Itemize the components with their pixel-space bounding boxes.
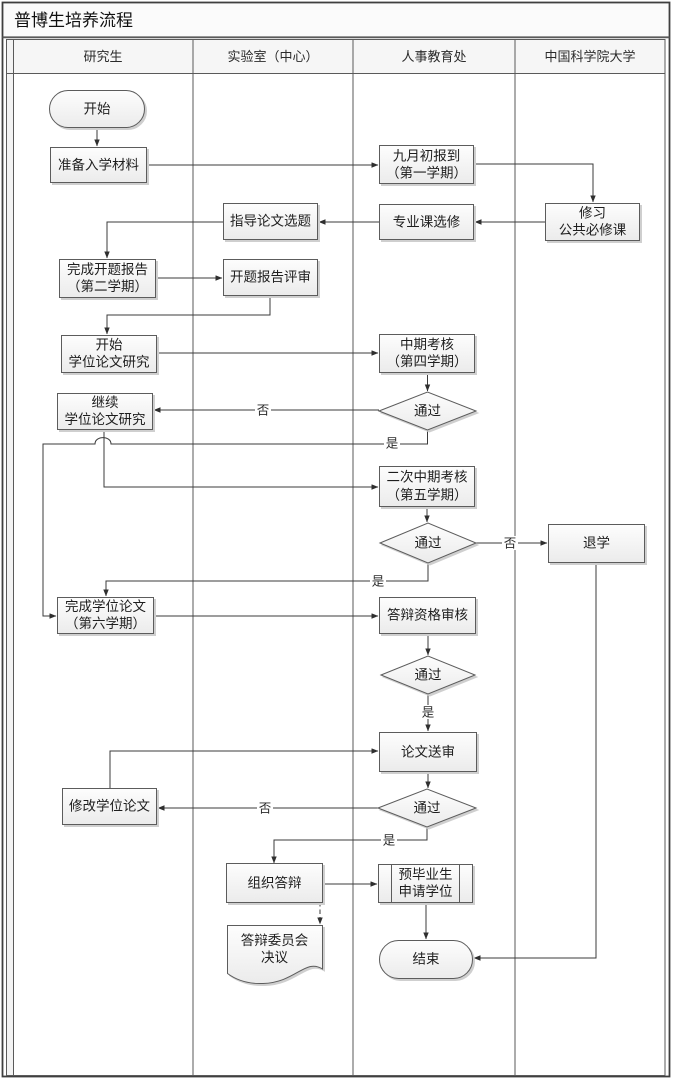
edge-label-pass2-no: 否 bbox=[502, 536, 518, 551]
edge-label-pass4-no: 否 bbox=[257, 801, 273, 816]
node-thesis-review: 论文送审 bbox=[379, 732, 477, 772]
svg-text:是: 是 bbox=[383, 833, 396, 848]
svg-text:学位论文研究: 学位论文研究 bbox=[69, 355, 150, 371]
svg-text:继续: 继续 bbox=[92, 395, 119, 411]
edge-label-pass2-yes: 是 bbox=[370, 574, 386, 589]
svg-text:否: 否 bbox=[257, 403, 270, 418]
svg-text:二次中期考核: 二次中期考核 bbox=[387, 470, 468, 486]
svg-text:（第二学期）: （第二学期） bbox=[67, 278, 148, 295]
node-prepare-materials: 准备入学材料 bbox=[50, 147, 147, 183]
node-start-research: 开始 学位论文研究 bbox=[61, 335, 157, 373]
edge-review-to-research bbox=[104, 296, 271, 335]
svg-text:预毕业生: 预毕业生 bbox=[399, 867, 453, 883]
svg-text:完成开题报告: 完成开题报告 bbox=[67, 262, 148, 278]
svg-text:通过: 通过 bbox=[415, 668, 442, 684]
svg-text:（第一学期）: （第一学期） bbox=[386, 165, 467, 182]
node-public-courses: 修习 公共必修课 bbox=[545, 203, 640, 241]
svg-text:完成学位论文: 完成学位论文 bbox=[65, 599, 146, 615]
edges bbox=[42, 128, 597, 961]
svg-text:学位论文研究: 学位论文研究 bbox=[65, 412, 146, 428]
edge-topic-to-opening bbox=[104, 221, 223, 259]
svg-text:通过: 通过 bbox=[415, 536, 442, 552]
edge-dropout-to-end bbox=[473, 563, 597, 961]
edge-label-pass1-yes: 是 bbox=[384, 436, 400, 451]
lane-left-strip bbox=[6, 39, 14, 1076]
lane-header-lab: 实验室（中心） bbox=[227, 49, 318, 65]
svg-text:开始: 开始 bbox=[84, 102, 111, 118]
svg-text:修改学位论文: 修改学位论文 bbox=[69, 799, 150, 815]
lane-header-graduate: 研究生 bbox=[83, 50, 122, 65]
node-end: 结束 bbox=[379, 940, 473, 979]
node-midterm-assessment: 中期考核 （第四学期） bbox=[379, 334, 475, 373]
swimlane-frame bbox=[6, 39, 666, 1076]
node-pregraduate-apply: 预毕业生 申请学位 bbox=[378, 864, 473, 903]
svg-text:准备入学材料: 准备入学材料 bbox=[58, 157, 139, 174]
svg-text:中期考核: 中期考核 bbox=[400, 337, 454, 353]
edge-pass2-yes-complete bbox=[103, 563, 429, 597]
node-start: 开始 bbox=[49, 90, 145, 128]
node-pass1-decision: 通过 bbox=[377, 391, 478, 431]
svg-text:是: 是 bbox=[372, 574, 385, 589]
svg-text:指导论文选题: 指导论文选题 bbox=[230, 214, 311, 230]
nodes: 开始 准备入学材料 九月初报到 （第一学期） 修习 公共必修课 专业课选修 指导… bbox=[49, 90, 645, 985]
node-revise-thesis: 修改学位论文 bbox=[62, 788, 157, 825]
node-pass3-decision: 通过 bbox=[379, 655, 477, 695]
svg-text:否: 否 bbox=[259, 801, 272, 816]
svg-text:通过: 通过 bbox=[414, 404, 441, 420]
node-complete-thesis: 完成学位论文 （第六学期） bbox=[57, 597, 154, 634]
edge-revise-to-review bbox=[109, 748, 379, 788]
node-defense-qualification: 答辩资格审核 bbox=[379, 597, 476, 634]
svg-text:答辩资格审核: 答辩资格审核 bbox=[387, 607, 468, 624]
edge-label-pass3-yes: 是 bbox=[420, 705, 436, 720]
node-september-report: 九月初报到 （第一学期） bbox=[379, 145, 474, 184]
svg-text:（第六学期）: （第六学期） bbox=[65, 615, 146, 632]
svg-text:结束: 结束 bbox=[413, 952, 440, 968]
svg-text:退学: 退学 bbox=[583, 536, 610, 552]
svg-text:答辩委员会: 答辩委员会 bbox=[241, 932, 309, 949]
lane-header-hr: 人事教育处 bbox=[401, 49, 466, 65]
svg-text:九月初报到: 九月初报到 bbox=[393, 148, 461, 165]
svg-text:开题报告评审: 开题报告评审 bbox=[230, 270, 311, 286]
svg-text:（第五学期）: （第五学期） bbox=[387, 487, 468, 504]
svg-text:组织答辩: 组织答辩 bbox=[248, 875, 302, 892]
edge-label-pass4-yes: 是 bbox=[381, 833, 397, 848]
svg-text:是: 是 bbox=[422, 705, 435, 720]
node-pass2-decision: 通过 bbox=[378, 522, 478, 564]
node-continue-research: 继续 学位论文研究 bbox=[57, 393, 153, 430]
edge-pass1-yes-complete bbox=[42, 430, 428, 619]
lane-header-row bbox=[13, 39, 665, 74]
svg-text:修习: 修习 bbox=[579, 206, 606, 222]
node-organize-defense: 组织答辩 bbox=[226, 863, 323, 903]
node-elective-courses: 专业课选修 bbox=[379, 204, 474, 240]
edge-label-pass1-no: 否 bbox=[255, 403, 271, 418]
svg-text:专业课选修: 专业课选修 bbox=[393, 215, 461, 231]
edge-labels: 否 是 否 是 是 否 是 bbox=[255, 403, 518, 848]
node-committee-resolution: 答辩委员会 决议 bbox=[227, 925, 323, 985]
node-opening-review: 开题报告评审 bbox=[223, 259, 318, 296]
node-dropout: 退学 bbox=[548, 524, 645, 563]
svg-text:通过: 通过 bbox=[414, 801, 441, 817]
edge-pass4-yes-defense bbox=[271, 827, 428, 864]
node-second-midterm: 二次中期考核 （第五学期） bbox=[379, 466, 475, 507]
svg-text:申请学位: 申请学位 bbox=[399, 884, 453, 900]
title-bar bbox=[3, 3, 669, 37]
edge-september-to-public bbox=[474, 163, 596, 203]
node-pass4-decision: 通过 bbox=[376, 788, 478, 828]
node-opening-report: 完成开题报告 （第二学期） bbox=[59, 259, 156, 298]
edge-continue-to-second bbox=[103, 430, 379, 490]
node-topic-selection: 指导论文选题 bbox=[223, 203, 318, 240]
svg-text:是: 是 bbox=[386, 436, 399, 451]
page-title: 普博生培养流程 bbox=[14, 11, 133, 31]
lane-header-ucas: 中国科学院大学 bbox=[544, 49, 635, 65]
svg-text:公共必修课: 公共必修课 bbox=[559, 223, 627, 239]
svg-text:（第四学期）: （第四学期） bbox=[387, 353, 468, 370]
svg-text:否: 否 bbox=[504, 536, 517, 551]
svg-text:论文送审: 论文送审 bbox=[401, 745, 455, 761]
svg-text:开始: 开始 bbox=[96, 338, 123, 354]
svg-text:决议: 决议 bbox=[261, 950, 288, 966]
